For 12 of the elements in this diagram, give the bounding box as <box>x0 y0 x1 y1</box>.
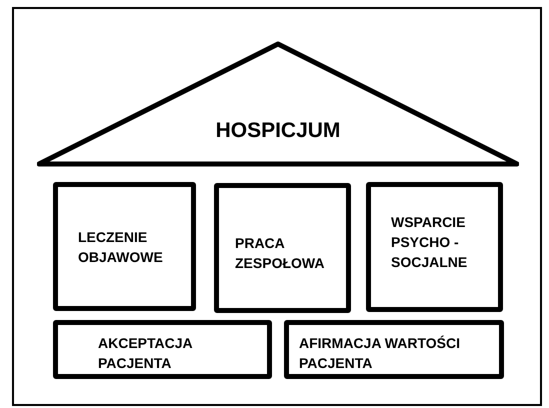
box-label: AKCEPTACJA PACJENTA <box>98 334 194 373</box>
pillar-box <box>366 182 503 312</box>
box-label: AFIRMACJA WARTOŚCI PACJENTA <box>299 334 461 373</box>
roof-triangle <box>37 40 519 168</box>
box-label: WSPARCIE PSYCHO - SOCJALNE <box>391 213 468 272</box>
pillar-box <box>214 183 351 313</box>
pillar-box <box>53 182 196 311</box>
pillar-box <box>53 320 272 379</box>
pillar-box <box>284 320 504 379</box>
box-label: LECZENIE OBJAWOWE <box>78 228 164 267</box>
box-label: PRACA ZESPOŁOWA <box>235 234 326 273</box>
roof-label: HOSPICJUM <box>214 120 342 141</box>
